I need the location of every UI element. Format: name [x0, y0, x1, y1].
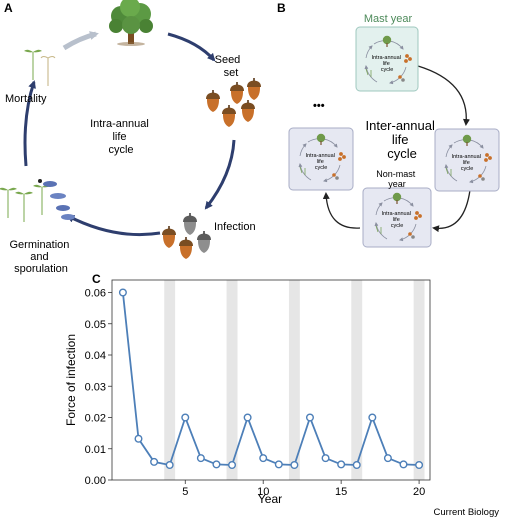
data-point	[321, 454, 330, 463]
y-tick-label: 0.01	[85, 444, 106, 456]
data-point	[383, 454, 392, 463]
panel-c-letter: C	[92, 272, 101, 286]
data-point	[243, 413, 252, 422]
data-point	[290, 461, 299, 470]
mast-box-mini-label: Intra-annual life cycle	[372, 55, 403, 73]
left-box-mini-label: Intra-annual life cycle	[306, 153, 337, 171]
acorns-infection-icon	[162, 213, 211, 259]
data-point	[415, 461, 424, 470]
panel-a: A	[0, 0, 261, 275]
arrow-germination-to-mortality	[23, 80, 36, 167]
data-point	[352, 461, 361, 470]
arrow-mast-to-right	[417, 65, 470, 126]
x-tick-label: 5	[182, 486, 188, 498]
mortality-label: Mortality	[5, 93, 47, 105]
x-tick-label: 20	[413, 486, 425, 498]
arrow-right-to-nonmast	[432, 189, 471, 233]
arrow-nonmast-to-left	[322, 192, 361, 229]
plot-frame	[111, 279, 431, 481]
data-point	[399, 460, 408, 469]
arrow-seedset-to-infection	[204, 139, 236, 210]
data-point	[368, 413, 377, 422]
data-point	[274, 460, 283, 469]
data-point	[150, 457, 159, 466]
arrow-infection-to-germination	[66, 214, 161, 237]
infection-label: Infection	[214, 221, 256, 233]
data-point	[196, 454, 205, 463]
panel-b: B ••• Mast year Intra-annual life cycle …	[277, 1, 500, 248]
acorns-seed-set-icon	[206, 78, 261, 127]
tree-icon	[109, 0, 153, 46]
data-point	[118, 288, 127, 297]
mast-year-shading	[164, 280, 425, 480]
arrow-mortality-to-tree	[62, 31, 99, 51]
seed-set-label: Seed set	[215, 54, 244, 79]
x-axis-label: Year	[258, 492, 282, 506]
panel-b-letter: B	[277, 1, 286, 15]
y-tick-label: 0.02	[85, 413, 106, 425]
intra-annual-cycle-label: Intra-annual life cycle	[90, 118, 152, 156]
non-mast-year-box	[362, 187, 432, 248]
y-tick-label: 0.03	[85, 381, 106, 393]
inter-annual-cycle-label: Inter-annual life cycle	[365, 118, 438, 161]
seedlings-sporulation-icon	[0, 179, 75, 223]
mast-year-title: Mast year	[364, 13, 413, 25]
data-point	[259, 454, 268, 463]
non-mast-year-label: Non-mast year	[376, 169, 418, 189]
data-point	[228, 461, 237, 470]
data-points	[118, 288, 424, 470]
mast-year-band	[351, 280, 363, 480]
data-point	[212, 460, 221, 469]
y-axis-label: Force of infection	[64, 334, 78, 426]
journal-footer: Current Biology	[434, 507, 500, 518]
ellipsis-label: •••	[313, 100, 325, 112]
data-point	[181, 413, 190, 422]
panel-a-letter: A	[4, 1, 13, 15]
data-point	[165, 461, 174, 470]
data-point	[337, 460, 346, 469]
germination-label: Germination and sporulation	[10, 239, 73, 275]
y-tick-label: 0.04	[85, 350, 106, 362]
panel-c: C 0.00 0.01 0.02 0.03 0.04 0.05 0.06 5 10 15 20 Y…	[64, 272, 431, 506]
x-tick-label: 10	[257, 486, 269, 498]
mast-year-band	[226, 280, 238, 480]
y-axis: 0.00 0.01 0.02 0.03 0.04 0.05 0.06	[85, 288, 112, 487]
data-point	[134, 434, 143, 443]
y-tick-label: 0.00	[85, 475, 106, 487]
y-tick-label: 0.05	[85, 319, 106, 331]
x-axis: 5 10 15 20	[182, 480, 425, 498]
data-point	[305, 413, 314, 422]
arrow-tree-to-seedset	[167, 32, 216, 62]
nonmast-box-mini-label: Intra-annual life cycle	[382, 211, 413, 229]
series-line	[122, 292, 420, 467]
right-box-mini-label: Intra-annual life cycle	[452, 154, 483, 172]
mast-year-band	[288, 280, 300, 480]
seedlings-mortality-icon	[23, 49, 56, 86]
x-tick-label: 15	[335, 486, 347, 498]
mast-year-band	[164, 280, 176, 480]
mast-year-band	[413, 280, 425, 480]
y-tick-label: 0.06	[85, 288, 106, 300]
